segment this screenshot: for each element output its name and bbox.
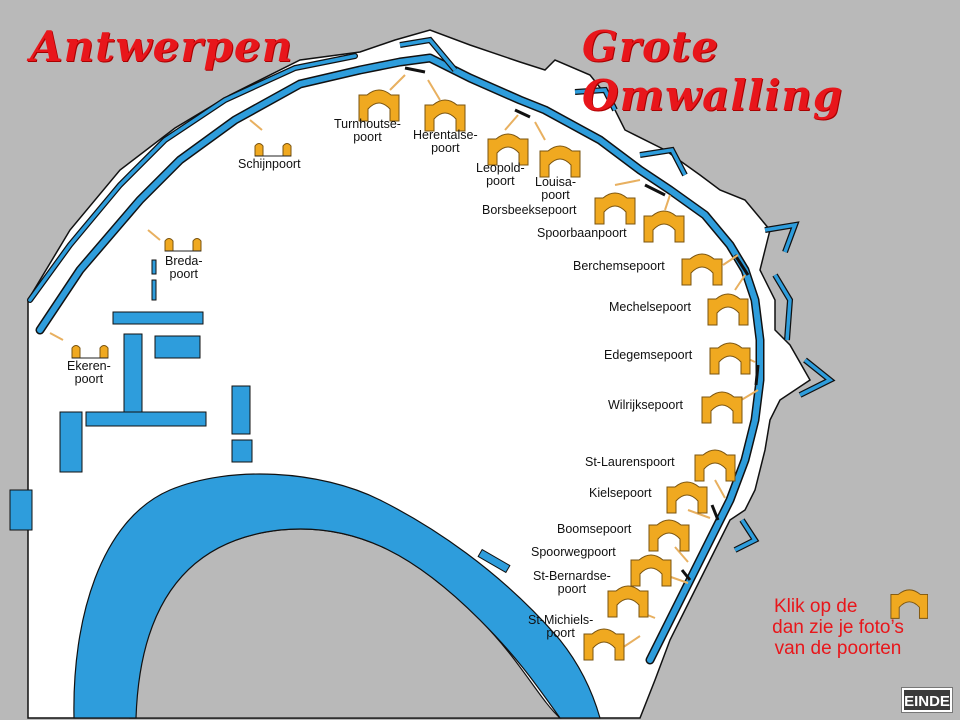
title-grote-omwalling: Grote Omwalling — [582, 22, 844, 120]
gate-mechelsepoort-label: Mechelsepoort — [609, 300, 691, 314]
gate-spoorbaanpoort-label: Spoorbaanpoort — [537, 226, 627, 240]
gate-boomsepoort-label: Boomsepoort — [557, 522, 632, 536]
gate-edegemsepoort-label: Edegemsepoort — [604, 348, 693, 362]
hint-line-3: van de poorten — [774, 638, 902, 659]
gate-borsbeeksepoort-icon[interactable] — [594, 187, 636, 225]
gate-st-bernardsepoort-icon[interactable] — [607, 580, 649, 618]
gate-louisapoort-label: Louisa-poort — [535, 175, 576, 202]
end-button[interactable]: EINDE — [901, 687, 953, 713]
hint-text: Klik op de dan zie je foto’s van de poor… — [748, 596, 928, 659]
gate-kielsepoort-label: Kielsepoort — [589, 486, 652, 500]
gate-herentalsepoort-label: Herentalse-poort — [413, 128, 478, 155]
title-antwerpen: Antwerpen — [30, 22, 294, 71]
gate-legend-icon — [890, 589, 928, 619]
gate-berchemsepoort-icon[interactable] — [681, 248, 723, 286]
hint-line-1: Klik op de — [774, 596, 858, 617]
gate-spoorwegpoort-label: Spoorwegpoort — [531, 545, 616, 559]
gate-st-laurenspoort-label: St-Laurenspoort — [585, 455, 675, 469]
gate-ekerenpoort-label: Ekeren-poort — [67, 359, 111, 386]
gate-st-michielspoort-label: St-Michiels-poort — [528, 613, 594, 640]
gate-borsbeeksepoort-label: Borsbeeksepoort — [482, 203, 577, 217]
gate-schijnpoort-label: Schijnpoort — [238, 157, 301, 171]
gate-st-bernardsepoort-label: St-Bernardse-poort — [533, 569, 611, 596]
gate-turnhoutsepoort-label: Turnhoutse-poort — [334, 117, 401, 144]
gate-ekerenpoort-icon[interactable] — [71, 343, 109, 359]
gate-wilrijksepoort-label: Wilrijksepoort — [608, 398, 684, 412]
gate-leopoldpoort-label: Leopold-poort — [476, 161, 525, 188]
gate-spoorbaanpoort-icon[interactable] — [643, 205, 685, 243]
gate-herentalsepoort-icon[interactable] — [424, 94, 466, 132]
gate-louisapoort-icon[interactable] — [539, 140, 581, 178]
scheldt-river — [73, 473, 601, 719]
gate-bredapoort-icon[interactable] — [164, 236, 202, 252]
gate-mechelsepoort-icon[interactable] — [707, 288, 749, 326]
docks — [9, 259, 511, 574]
gate-wilrijksepoort-icon[interactable] — [701, 386, 743, 424]
gate-bredapoort-label: Breda-poort — [165, 254, 203, 281]
gate-berchemsepoort-label: Berchemsepoort — [573, 259, 665, 273]
gate-schijnpoort-icon[interactable] — [254, 141, 292, 157]
gate-kielsepoort-icon[interactable] — [666, 476, 708, 514]
gate-edegemsepoort-icon[interactable] — [709, 337, 751, 375]
gate-boomsepoort-icon[interactable] — [648, 514, 690, 552]
hint-line-2: dan zie je foto’s — [772, 617, 904, 638]
